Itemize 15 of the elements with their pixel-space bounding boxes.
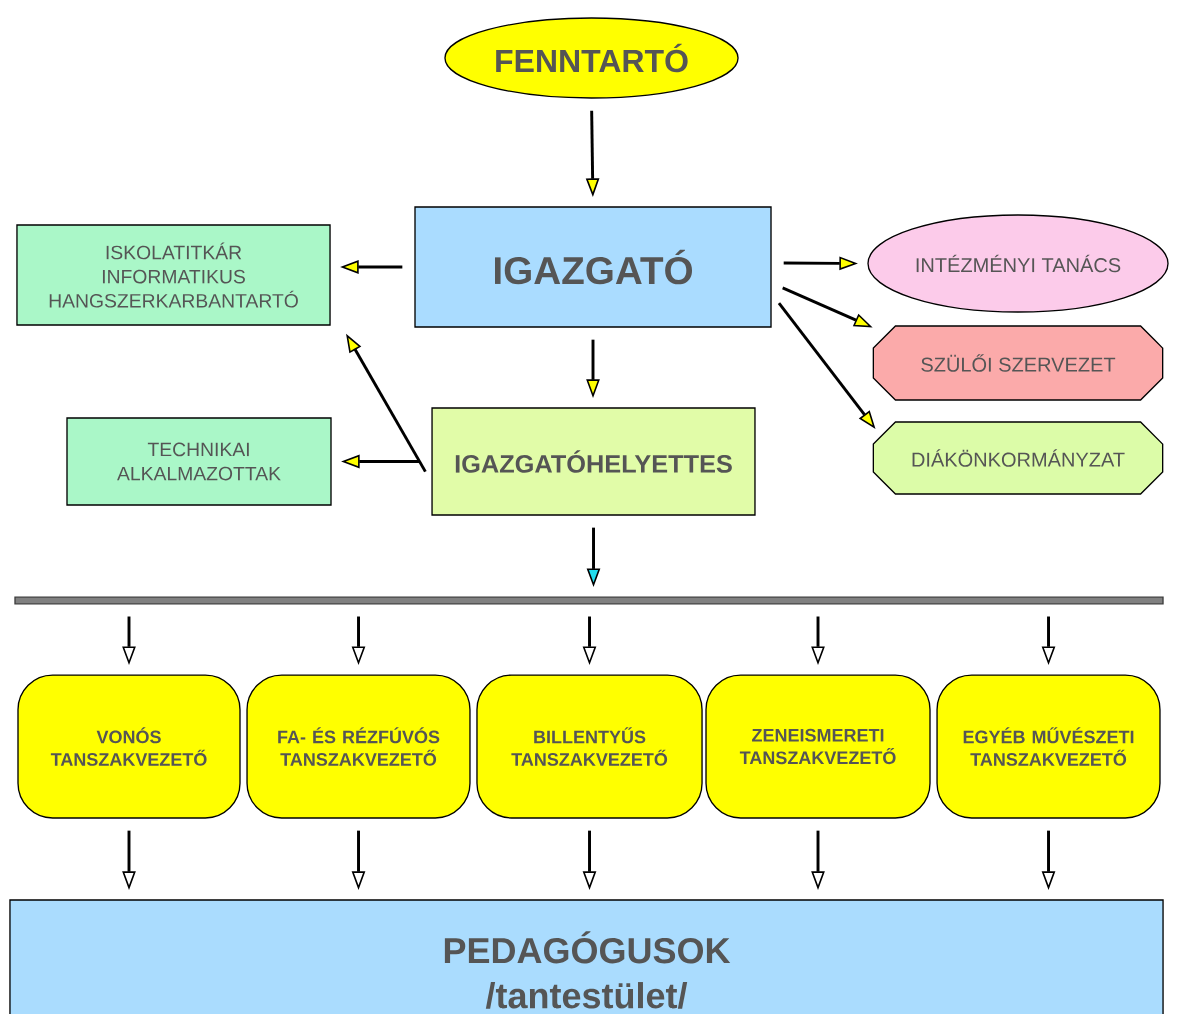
divider-bar [14,596,1164,605]
department-box: ZENEISMERETI TANSZAKVEZETŐ [705,674,931,819]
oval-node: FENNTARTÓ [444,17,739,99]
department-box: EGYÉB MŰVÉSZETI TANSZAKVEZETŐ [936,674,1161,819]
staff-body-box: PEDAGÓGUSOK /tantestület/ [9,899,1164,1014]
staff-box: TECHNIKAI ALKALMAZOTTAK [66,417,332,506]
student-council-box: DIÁKÖNKORMÁNYZAT [872,421,1164,495]
deputy-box: IGAZGATÓHELYETTES [431,407,756,516]
council-oval: INTÉZMÉNYI TANÁCS [867,214,1169,313]
staff-box: ISKOLATITKÁR INFORMATIKUS HANGSZERKARBANTARTÓ [16,224,331,326]
department-box: BILLENTYŰS TANSZAKVEZETŐ [476,674,703,819]
director-box: IGAZGATÓ [414,206,772,328]
parents-box: SZÜLŐI SZERVEZET [872,325,1164,401]
department-box: VONÓS TANSZAKVEZETŐ [17,674,241,819]
department-box: FA- ÉS RÉZFÚVÓS TANSZAKVEZETŐ [246,674,471,819]
